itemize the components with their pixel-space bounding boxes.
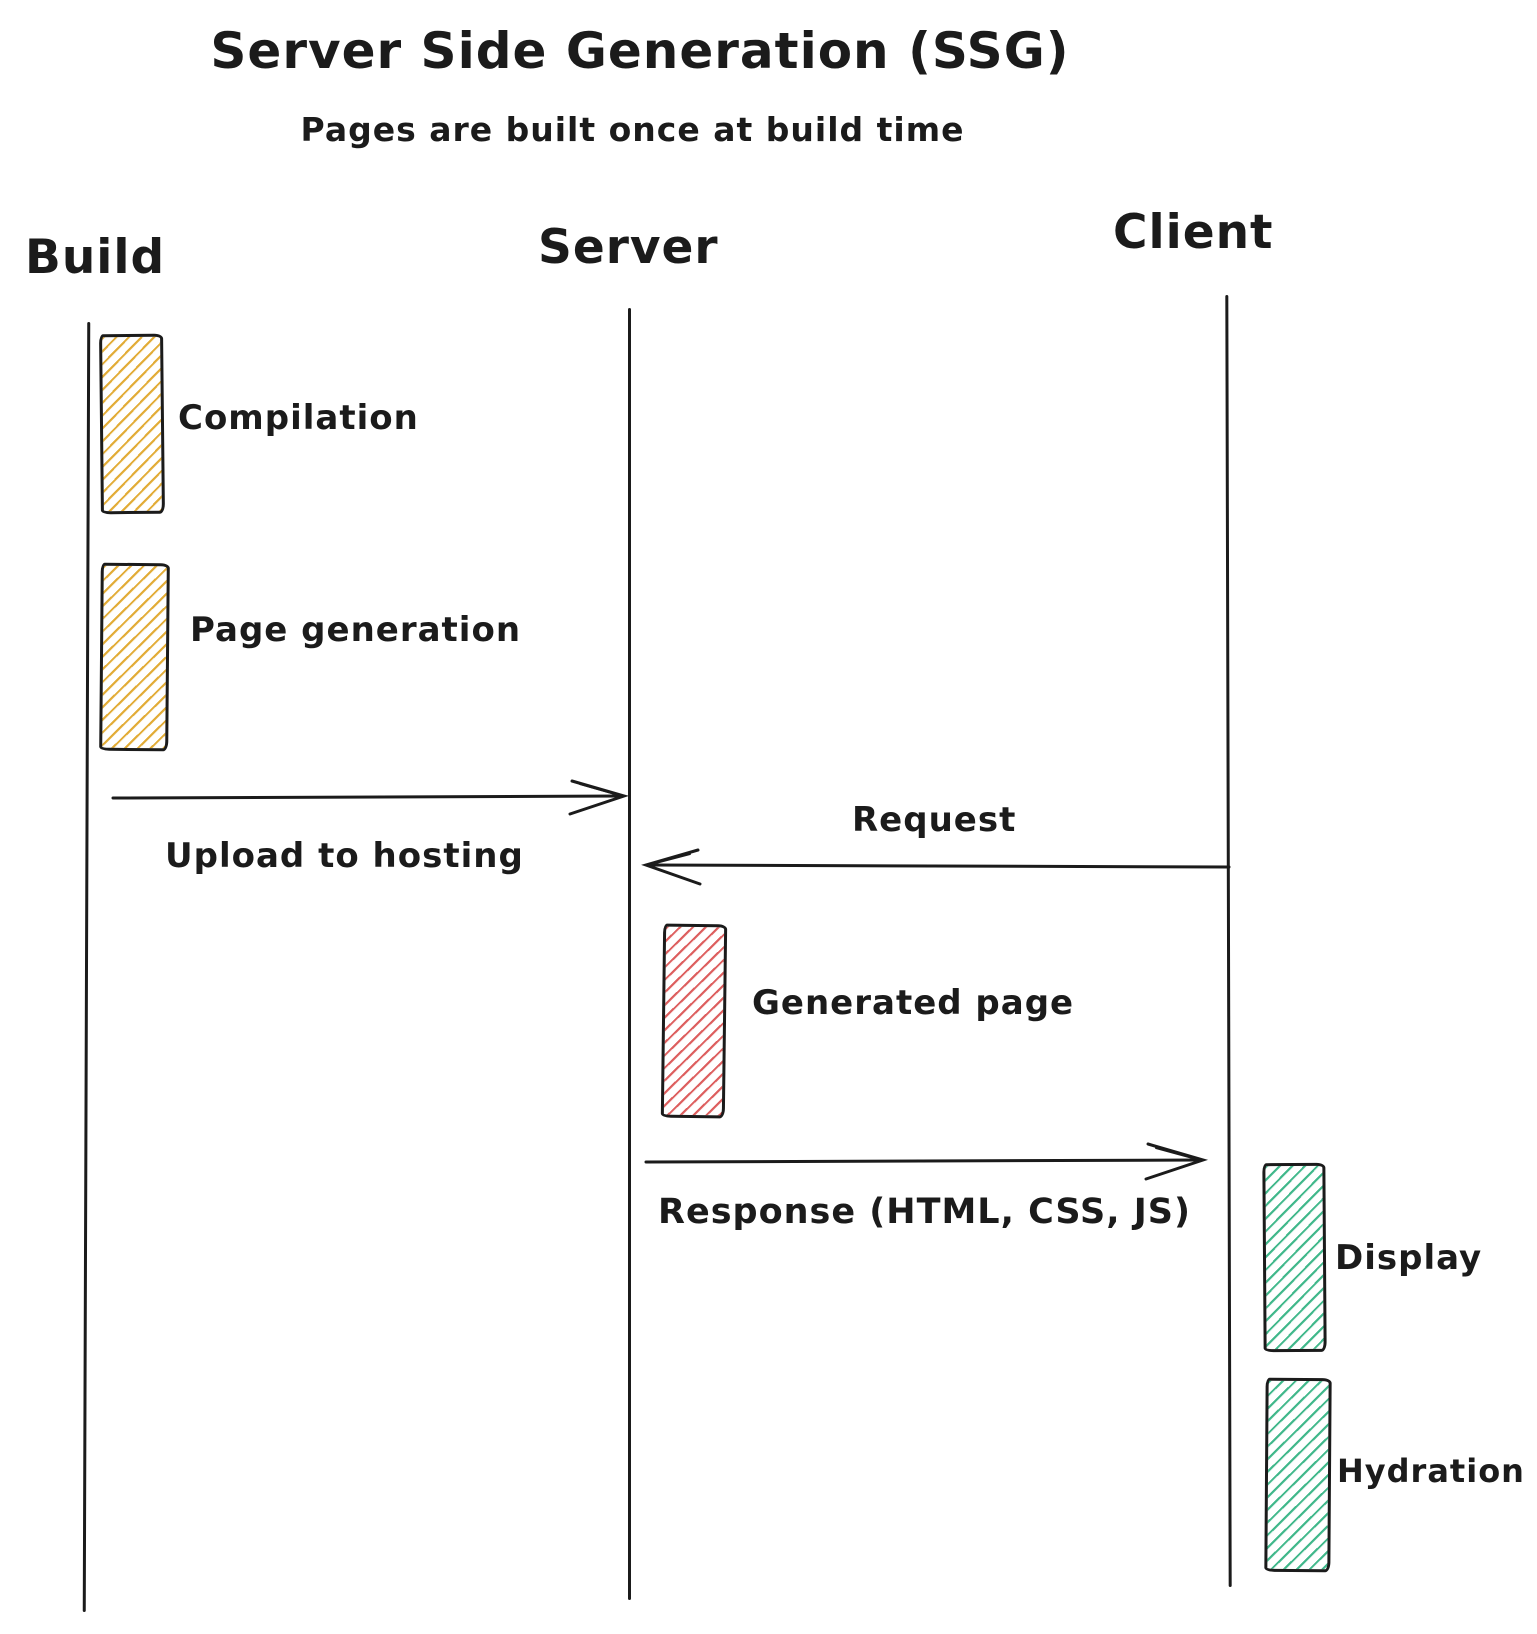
label-compilation: Compilation bbox=[178, 398, 419, 438]
request-arrow bbox=[641, 848, 1231, 886]
label-page-generation: Page generation bbox=[190, 610, 522, 650]
lane-header-client: Client bbox=[1113, 205, 1274, 260]
diagram-subtitle: Pages are built once at build time bbox=[300, 110, 965, 149]
label-hydration: Hydration bbox=[1337, 1452, 1525, 1490]
diagram-title: Server Side Generation (SSG) bbox=[210, 22, 1070, 80]
lane-header-build: Build bbox=[25, 230, 166, 285]
response-arrow bbox=[644, 1142, 1209, 1181]
label-display: Display bbox=[1335, 1238, 1483, 1278]
lane-header-server: Server bbox=[538, 220, 719, 275]
activation-page-generation bbox=[99, 562, 170, 752]
activation-display bbox=[1262, 1162, 1327, 1353]
upload-arrow bbox=[111, 779, 630, 816]
label-upload: Upload to hosting bbox=[165, 836, 524, 876]
activation-hydration bbox=[1264, 1377, 1332, 1573]
activation-compilation bbox=[99, 333, 165, 515]
lifeline-server bbox=[628, 308, 631, 1600]
label-request: Request bbox=[852, 800, 1017, 840]
activation-generated-page bbox=[660, 923, 728, 1119]
label-response: Response (HTML, CSS, JS) bbox=[658, 1192, 1191, 1232]
lifeline-client bbox=[1225, 294, 1232, 1588]
label-generated-page: Generated page bbox=[752, 983, 1075, 1023]
lifeline-build bbox=[82, 321, 91, 1613]
